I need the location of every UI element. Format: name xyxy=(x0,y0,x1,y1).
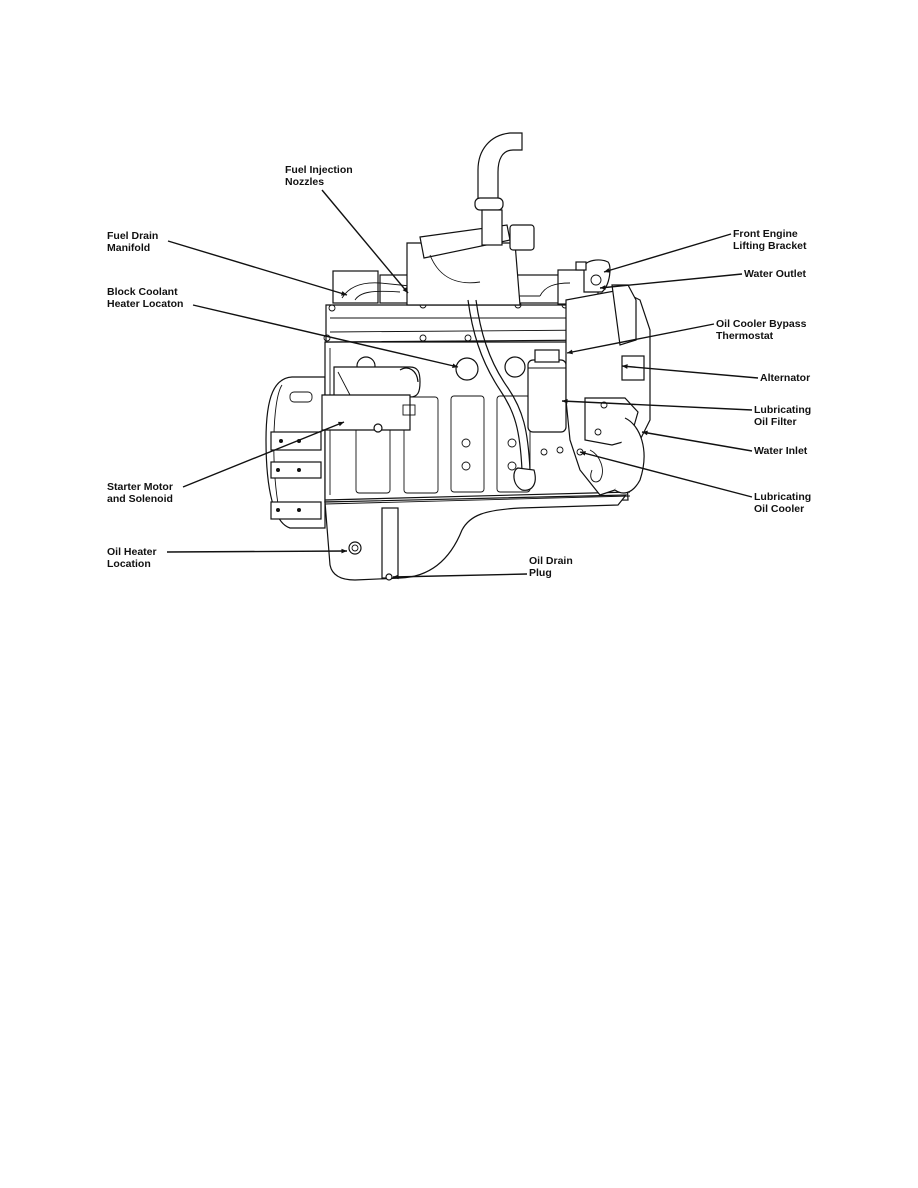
label-line: Oil Cooler xyxy=(754,503,805,515)
label-line: Water Outlet xyxy=(744,268,807,280)
leader-block-coolant-heater xyxy=(192,304,459,368)
label-water-inlet: Water Inlet xyxy=(754,445,807,457)
label-fuel-drain-manifold: Fuel Drain Manifold xyxy=(107,230,158,254)
label-line: Alternator xyxy=(760,372,811,384)
label-line: Lubricating xyxy=(754,491,812,503)
label-line: Fuel Drain xyxy=(107,230,159,242)
leader-water-inlet xyxy=(641,431,753,452)
leader-lines xyxy=(166,189,759,580)
leader-alternator xyxy=(621,365,759,379)
label-line: Fuel Injection xyxy=(285,164,353,176)
label-line: Heater Locaton xyxy=(107,298,184,310)
arrowhead-oil-drain-plug xyxy=(393,574,399,580)
label-line: Water Inlet xyxy=(754,445,808,457)
label-starter-motor: Starter Motor and Solenoid xyxy=(107,481,173,505)
leader-front-engine-lifting-bracket xyxy=(603,233,732,273)
label-lubricating-oil-filter: Lubricating Oil Filter xyxy=(754,404,811,428)
label-block-coolant-heater: Block Coolant Heater Locaton xyxy=(107,286,183,310)
label-line: Oil Cooler Bypass xyxy=(716,318,807,330)
leader-lubricating-oil-filter xyxy=(561,400,753,411)
label-oil-heater: Oil Heater Location xyxy=(107,546,157,570)
label-line: Front Engine xyxy=(733,228,798,240)
label-lubricating-oil-cooler: Lubricating Oil Cooler xyxy=(754,491,811,515)
leader-oil-cooler-bypass-thermostat xyxy=(566,323,715,354)
label-fuel-injection-nozzles: Fuel Injection Nozzles xyxy=(285,164,353,188)
label-line: Lifting Bracket xyxy=(733,240,807,252)
label-line: Oil Heater xyxy=(107,546,157,558)
arrowhead-lubricating-oil-filter xyxy=(562,398,568,404)
engine-illustration xyxy=(265,132,651,581)
arrowhead-front-engine-lifting-bracket xyxy=(604,268,610,273)
label-front-engine-lifting-bracket: Front Engine Lifting Bracket xyxy=(733,228,807,252)
leader-oil-drain-plug xyxy=(392,573,528,578)
label-line: Plug xyxy=(529,567,552,579)
leader-fuel-drain-manifold xyxy=(167,240,348,296)
label-line: Thermostat xyxy=(716,330,774,342)
arrowhead-block-coolant-heater xyxy=(452,363,458,369)
label-water-outlet: Water Outlet xyxy=(744,268,806,280)
arrowhead-fuel-drain-manifold xyxy=(341,291,347,296)
leader-water-outlet xyxy=(599,273,743,289)
leader-lubricating-oil-cooler xyxy=(579,451,753,498)
label-oil-drain-plug: Oil Drain Plug xyxy=(529,555,573,579)
label-line: Manifold xyxy=(107,242,151,254)
label-line: Lubricating xyxy=(754,404,812,416)
label-line: Starter Motor xyxy=(107,481,173,493)
label-line: Location xyxy=(107,558,151,570)
label-line: Nozzles xyxy=(285,176,325,188)
arrowhead-oil-cooler-bypass-thermostat xyxy=(567,349,573,355)
leader-oil-heater xyxy=(166,550,348,553)
label-line: Oil Drain xyxy=(529,555,573,567)
arrowhead-water-outlet xyxy=(600,285,606,290)
arrowhead-water-inlet xyxy=(642,430,648,436)
arrowhead-starter-motor xyxy=(338,421,344,427)
leader-starter-motor xyxy=(182,421,345,488)
leader-fuel-injection-nozzles xyxy=(321,189,409,294)
label-line: Block Coolant xyxy=(107,286,178,298)
arrowhead-lubricating-oil-cooler xyxy=(580,451,586,456)
arrowhead-oil-heater xyxy=(341,548,347,554)
arrowhead-fuel-injection-nozzles xyxy=(402,287,408,293)
arrowhead-alternator xyxy=(622,364,628,369)
label-oil-cooler-bypass-thermostat: Oil Cooler Bypass Thermostat xyxy=(716,318,806,342)
label-line: and Solenoid xyxy=(107,493,173,505)
label-line: Oil Filter xyxy=(754,416,797,428)
label-alternator: Alternator xyxy=(760,372,810,384)
